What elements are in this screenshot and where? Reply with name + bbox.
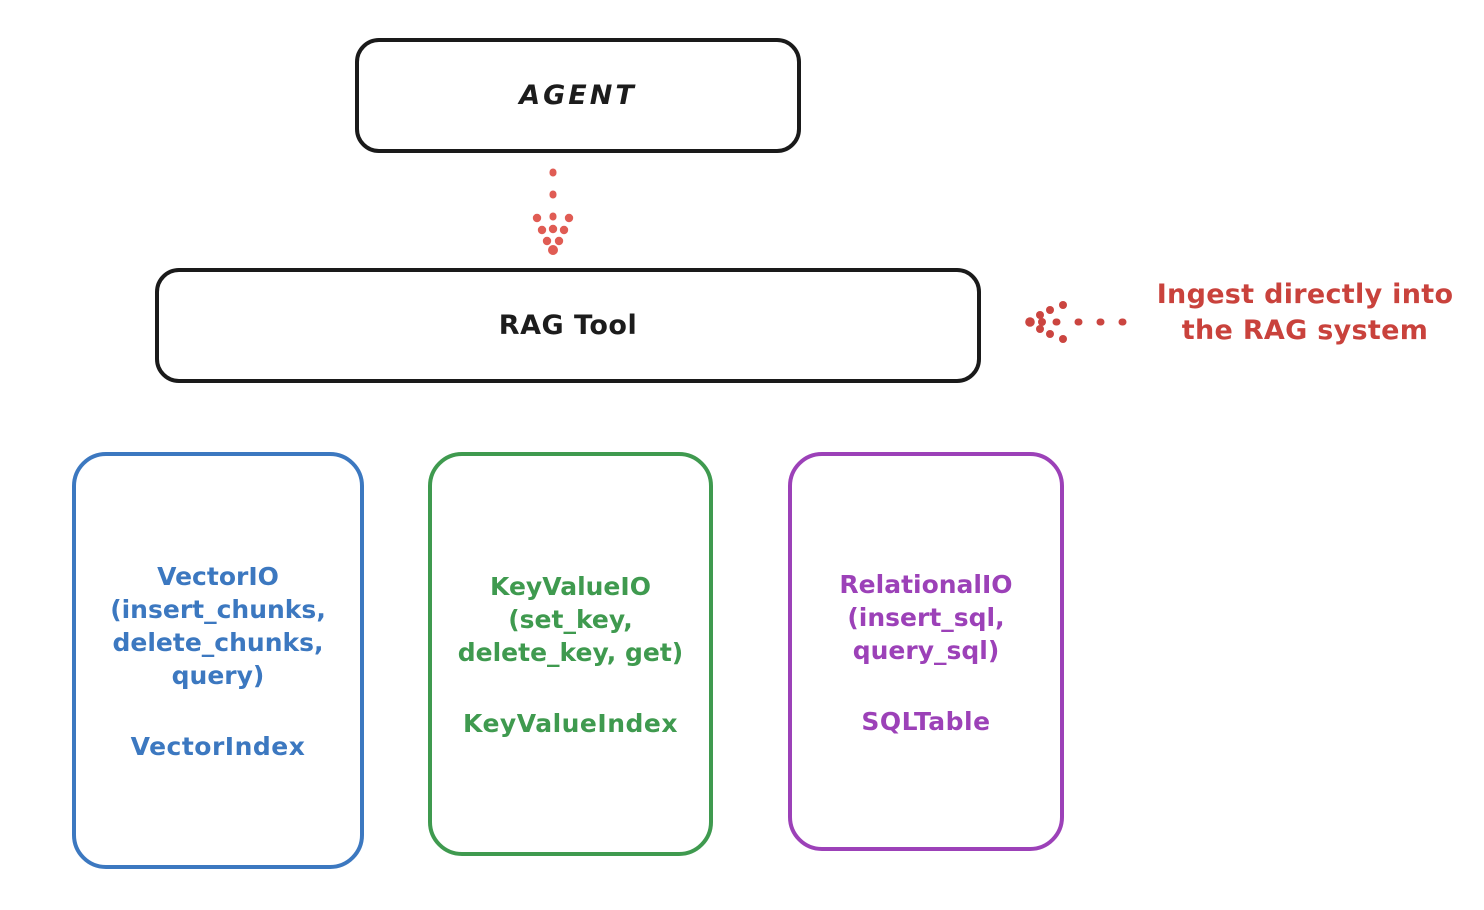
relational-io-node[interactable]: RelationalIO (insert_sql, query_sql) SQL… [788, 452, 1064, 851]
key-value-io-node[interactable]: KeyValueIO (set_key, delete_key, get) Ke… [428, 452, 713, 856]
rag-tool-node-label: RAG Tool [498, 310, 638, 341]
connector-agent-to-rag-tool [532, 168, 574, 255]
rag-tool-node[interactable]: RAG Tool [155, 268, 981, 383]
key-value-io-node-label: KeyValueIO (set_key, delete_key, get) [457, 572, 684, 667]
connector-ingest-to-rag-tool [1025, 301, 1129, 343]
vector-index-label: VectorIndex [130, 732, 306, 761]
ingest-annotation-text: Ingest directly into the RAG system [1156, 279, 1454, 347]
vector-io-node-label: VectorIO (insert_chunks, delete_chunks, … [110, 562, 326, 690]
agent-node[interactable]: AGENT [355, 38, 801, 153]
relational-io-node-label: RelationalIO (insert_sql, query_sql) [839, 569, 1013, 665]
agent-node-label: AGENT [519, 80, 637, 111]
vector-io-node[interactable]: VectorIO (insert_chunks, delete_chunks, … [72, 452, 364, 869]
key-value-index-label: KeyValueIndex [463, 709, 678, 738]
sql-table-label: SQLTable [861, 706, 991, 736]
